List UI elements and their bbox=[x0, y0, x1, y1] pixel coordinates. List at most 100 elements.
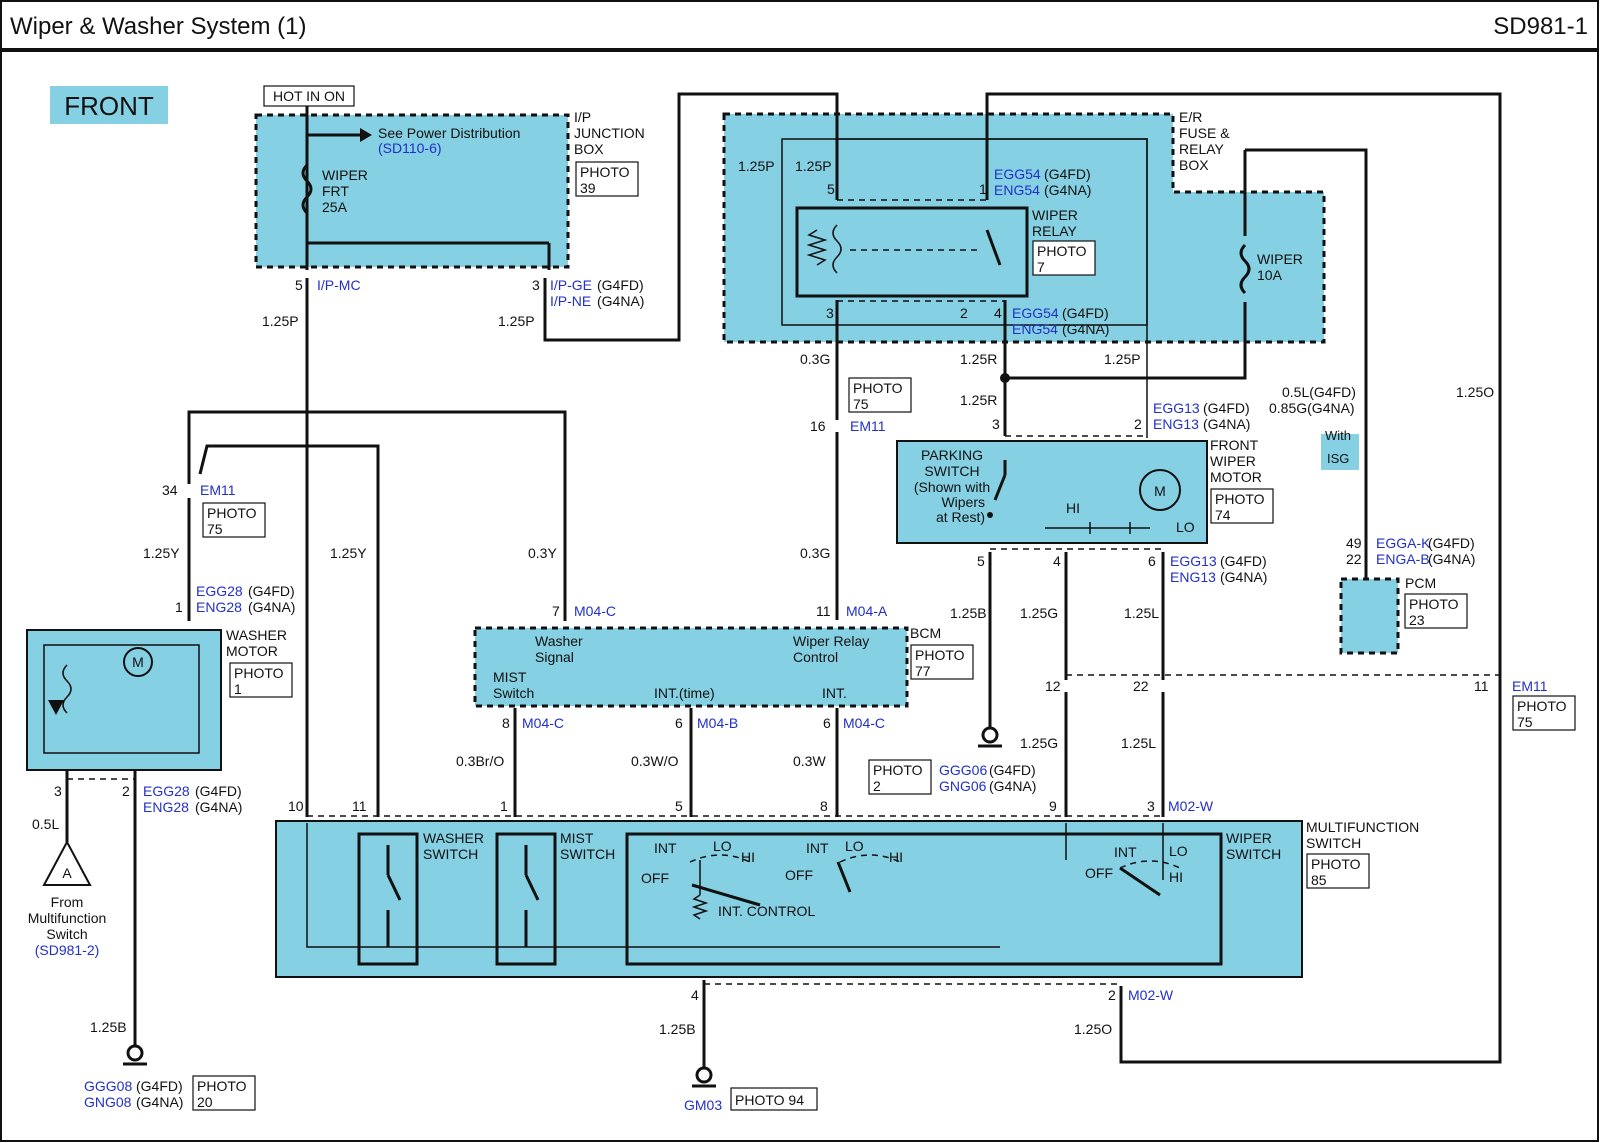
parking-line3: (Shown with bbox=[914, 479, 990, 495]
photo-94-box bbox=[730, 1087, 818, 1111]
from-line3: Switch bbox=[46, 926, 87, 942]
bcm-box bbox=[473, 626, 909, 708]
photo-7-line1: PHOTO bbox=[1037, 243, 1087, 259]
fuse-frt-line2: FRT bbox=[322, 183, 349, 199]
conn-enga-b-g4na: (G4NA) bbox=[1428, 551, 1475, 567]
photo-75-c-line2: 75 bbox=[1517, 714, 1533, 730]
conn-m04b: M04-B bbox=[697, 715, 738, 731]
wiper-relay-name-2: RELAY bbox=[1032, 223, 1078, 239]
photo-20-line2: 20 bbox=[197, 1094, 213, 1110]
see-power-ref[interactable]: (SD110-6) bbox=[378, 140, 442, 156]
washer-switch-symbol bbox=[386, 845, 402, 947]
er-name-3: RELAY bbox=[1179, 141, 1225, 157]
bcm-relay-line1: Wiper Relay bbox=[793, 633, 869, 649]
ground-ggg08-symbol bbox=[123, 1044, 147, 1066]
bcm-relay-line2: Control bbox=[793, 649, 838, 665]
front-label: FRONT bbox=[64, 91, 154, 121]
diagram-title: Wiper & Washer System (1) bbox=[10, 13, 307, 40]
conn-em11-c: EM11 bbox=[1512, 678, 1548, 694]
pin-em11-22: 22 bbox=[1133, 678, 1149, 694]
ws1-int: INT bbox=[654, 840, 677, 856]
pin-pcm-22: 22 bbox=[1346, 551, 1362, 567]
fuse-frt-line3: 25A bbox=[322, 199, 348, 215]
see-power-text: See Power Distribution bbox=[378, 125, 520, 141]
conn-m04c-b: M04-C bbox=[522, 715, 564, 731]
pin-relay-2: 2 bbox=[960, 305, 968, 321]
fuse-wiper-10a-symbol bbox=[1239, 243, 1251, 295]
pin-bcm-11: 11 bbox=[816, 603, 831, 619]
wire-1-25l-a: 1.25L bbox=[1124, 605, 1159, 621]
parking-switch-symbol bbox=[987, 460, 1007, 518]
photo-7-box bbox=[1032, 240, 1096, 276]
pin-relay-3: 3 bbox=[826, 305, 834, 321]
conn-m02w-b: M02-W bbox=[1128, 987, 1174, 1003]
conn-em11-a: EM11 bbox=[850, 418, 886, 434]
ws2-off: OFF bbox=[785, 867, 813, 883]
photo-77-box bbox=[910, 644, 974, 680]
photo-75-b-line2: 75 bbox=[207, 521, 223, 537]
fuse-wiper-frt-symbol bbox=[301, 163, 313, 215]
conn-ip-ge: I/P-GE bbox=[550, 277, 592, 293]
photo-39-line1: PHOTO bbox=[580, 164, 630, 180]
conn-egg13-b: EGG13 bbox=[1170, 553, 1217, 569]
relay-coil-symbol bbox=[806, 224, 1002, 274]
wires bbox=[65, 92, 1502, 1068]
conn-eng28-a-g4na: (G4NA) bbox=[248, 599, 295, 615]
wire-1-25l-b: 1.25L bbox=[1121, 735, 1156, 751]
photo-2-line1: PHOTO bbox=[873, 762, 923, 778]
motor-name-3: MOTOR bbox=[1210, 469, 1262, 485]
pin-bcm-6a: 6 bbox=[675, 715, 683, 731]
motor-lo-label: LO bbox=[1176, 519, 1195, 535]
photo-2-box bbox=[868, 759, 932, 795]
wire-1-25p-a: 1.25P bbox=[262, 313, 299, 329]
wire-1-25o-b: 1.25O bbox=[1074, 1021, 1112, 1037]
photo-20-line1: PHOTO bbox=[197, 1078, 247, 1094]
wire-0-3w-o: 0.3W/O bbox=[631, 753, 679, 769]
pin-mfs-9: 9 bbox=[1049, 798, 1057, 814]
pin-ipjb-3: 3 bbox=[532, 277, 540, 293]
pin-relay-1: 1 bbox=[979, 181, 987, 197]
photo-85-box bbox=[1306, 853, 1370, 889]
photo-77-line2: 77 bbox=[915, 663, 931, 679]
mist-switch-box bbox=[495, 832, 557, 966]
fuse-10a-line1: WIPER bbox=[1257, 251, 1303, 267]
off-page-connector-a bbox=[42, 839, 92, 886]
conn-eng28-a: ENG28 bbox=[196, 599, 242, 615]
ground-gm03-symbol bbox=[692, 1066, 716, 1088]
pin-mfs-1: 1 bbox=[500, 798, 508, 814]
pin-em11-11: 11 bbox=[1474, 678, 1489, 694]
photo-23-line1: PHOTO bbox=[1409, 596, 1459, 612]
photo-85-line2: 85 bbox=[1311, 872, 1327, 888]
parking-line4: Wipers bbox=[941, 494, 985, 510]
pin-motor-6: 6 bbox=[1148, 553, 1156, 569]
wire-1-25p-e: 1.25P bbox=[1104, 351, 1141, 367]
pin-mfs-5: 5 bbox=[675, 798, 683, 814]
conn-egg54-a-g4fd: (G4FD) bbox=[1044, 166, 1091, 182]
bcm-int: INT. bbox=[822, 685, 847, 701]
hot-in-on-label: HOT IN ON bbox=[273, 88, 345, 104]
conn-eng13-b-g4na: (G4NA) bbox=[1220, 569, 1267, 585]
diagram-code: SD981-1 bbox=[1493, 13, 1588, 40]
wire-1-25y-a: 1.25Y bbox=[143, 545, 180, 561]
fuse-frt-line1: WIPER bbox=[322, 167, 368, 183]
from-ref-link[interactable]: (SD981-2) bbox=[35, 942, 100, 958]
washer-motor-inner bbox=[43, 644, 200, 754]
photo-23-line2: 23 bbox=[1409, 612, 1425, 628]
conn-ggg06: GGG06 bbox=[939, 762, 987, 778]
mfs-wiper-line1: WIPER bbox=[1226, 830, 1272, 846]
wire-1-25r-a: 1.25R bbox=[960, 351, 997, 367]
photo-75-b-box bbox=[202, 502, 266, 538]
conn-gng06: GNG06 bbox=[939, 778, 987, 794]
wire-0-3y: 0.3Y bbox=[528, 545, 557, 561]
pin-motor-3: 3 bbox=[992, 416, 1000, 432]
er-fuse-relay-box bbox=[722, 112, 1326, 344]
photo-75-b-line1: PHOTO bbox=[207, 505, 257, 521]
photo-23-box bbox=[1404, 593, 1468, 629]
conn-eng54-a: ENG54 bbox=[994, 182, 1040, 198]
pin-em11-16: 16 bbox=[810, 418, 826, 434]
conn-egg54-a: EGG54 bbox=[994, 166, 1041, 182]
conn-eng13-b: ENG13 bbox=[1170, 569, 1216, 585]
parking-line1: PARKING bbox=[921, 447, 983, 463]
wire-1-25b-a: 1.25B bbox=[950, 605, 987, 621]
conn-ggg08: GGG08 bbox=[84, 1078, 132, 1094]
